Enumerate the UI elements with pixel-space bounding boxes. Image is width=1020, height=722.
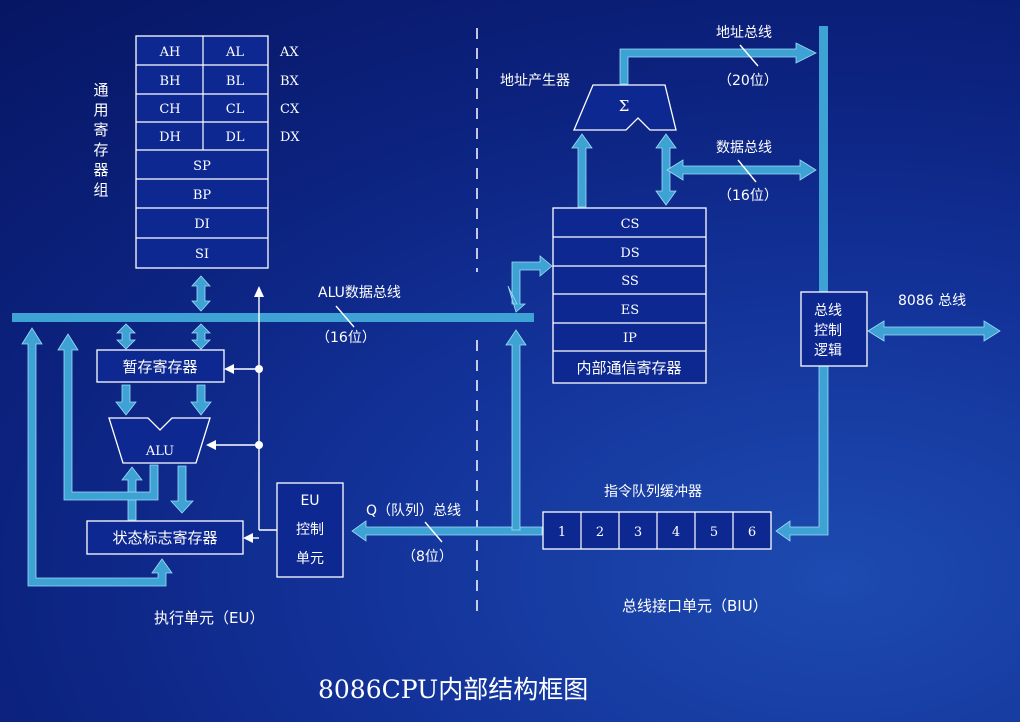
register-ax: AX: [279, 45, 299, 60]
adder-segment-double-arrow: [655, 133, 677, 206]
queue-slot-2: 2: [596, 525, 604, 540]
system-bus-arrow: [867, 320, 1001, 342]
alu-bus-width: （16位）: [316, 330, 376, 346]
instruction-queue-label: 指令队列缓冲器: [604, 484, 702, 500]
general-register-label-2: 用: [93, 101, 108, 119]
register-ah: AH: [159, 45, 181, 60]
queue-slot-6: 6: [748, 525, 756, 540]
register-ss: SS: [621, 274, 639, 289]
eu-section-label: 执行单元（EU）: [154, 609, 264, 627]
general-register-label-5: 器: [93, 161, 108, 179]
data-bus-leader-line: [737, 159, 757, 183]
register-bp: BP: [193, 188, 212, 203]
segment-register-box: [552, 207, 707, 384]
control-to-flags-arrowhead: [243, 533, 253, 543]
register-cx: CX: [280, 102, 300, 117]
general-register-label-3: 寄: [93, 121, 108, 139]
control-node-temp: [255, 365, 263, 373]
queue-slot-4: 4: [672, 525, 680, 540]
temp-to-alu-arrow-left: [115, 384, 137, 416]
address-bus-leader-line: [739, 44, 759, 67]
queue-slot-5: 5: [710, 525, 718, 540]
alu-shape: [108, 417, 211, 464]
alu-bus-leader-line: [335, 305, 355, 328]
control-to-alu-arrowhead: [206, 440, 216, 450]
q-bus-label: Q（队列）总线: [366, 503, 461, 519]
diagram-title: 8086CPU内部结构框图: [318, 675, 588, 704]
alu-to-flags-arrow: [170, 465, 194, 514]
address-bus-width: （20位）: [718, 73, 778, 89]
register-dl: DL: [225, 130, 244, 145]
temp-register-box: [96, 349, 225, 383]
instruction-queue: 1 2 3 4 5 6 指令队列缓冲器: [542, 484, 772, 550]
general-register-label-4: 存: [93, 141, 108, 159]
bus-to-queue-arrow: [775, 365, 829, 542]
q-bus-arrow: [351, 520, 543, 542]
register-di: DI: [194, 217, 210, 232]
control-to-registers-arrowhead: [254, 286, 264, 297]
bus-control-line-3: 逻辑: [814, 343, 842, 359]
general-register-file: AH AL AX BH BL BX CH CL CX DH DL DX SP B…: [93, 35, 300, 269]
bus-control-line-2: 控制: [814, 323, 842, 339]
general-register-box: [135, 35, 269, 269]
address-generator-shape: [573, 84, 677, 131]
segment-register-file: CS DS SS ES IP 内部通信寄存器: [552, 207, 707, 384]
queue-to-alu-bus-arrow: [505, 329, 527, 531]
eu-control-line-3: 单元: [296, 551, 324, 567]
system-bus-label: 8086 总线: [898, 293, 966, 309]
eu-control-line-2: 控制: [296, 522, 324, 538]
flags-register-box: [86, 520, 244, 555]
address-bus-label: 地址总线: [716, 25, 772, 41]
register-ch: CH: [159, 102, 180, 117]
temp-register-label: 暂存寄存器: [122, 358, 197, 376]
register-sp: SP: [193, 159, 211, 174]
register-bl: BL: [226, 74, 245, 89]
control-to-temp-arrowhead: [224, 364, 234, 374]
data-bus-width: （16位）: [718, 188, 778, 204]
segment-to-adder-arrow: [571, 133, 593, 208]
register-es: ES: [621, 303, 639, 318]
register-cs: CS: [621, 217, 640, 232]
register-dh: DH: [159, 130, 181, 145]
alu-result-bus-path: [57, 333, 159, 501]
register-ip: IP: [623, 331, 637, 346]
queue-slot-1: 1: [558, 525, 566, 540]
register-cl: CL: [226, 102, 245, 117]
data-bus-label: 数据总线: [716, 140, 772, 156]
queue-slot-3: 3: [634, 525, 642, 540]
temp-register-arrow-right: [191, 323, 211, 350]
biu-section-label: 总线接口单元（BIU）: [622, 597, 768, 615]
address-bus-arrow: [619, 42, 817, 85]
data-bus-arrow: [666, 159, 817, 181]
alu-bus-label: ALU数据总线: [318, 285, 401, 301]
register-bus-arrow: [191, 275, 211, 312]
flags-register-label: 状态标志寄存器: [112, 529, 217, 547]
register-bx: BX: [280, 74, 300, 89]
q-bus-width: （8位）: [402, 549, 453, 565]
control-node-alu: [255, 441, 263, 449]
eu-control-box: [276, 482, 344, 578]
register-al: AL: [225, 45, 244, 60]
eu-control-line-1: EU: [300, 493, 319, 509]
bus-control-box: [800, 291, 868, 367]
register-si: SI: [195, 247, 209, 262]
bus-control-line-1: 总线: [814, 303, 842, 319]
register-bh: BH: [160, 74, 181, 89]
temp-to-alu-arrow-right: [190, 384, 212, 416]
register-ds: DS: [620, 246, 639, 261]
alu-label: ALU: [145, 444, 174, 459]
general-register-label-1: 通: [93, 81, 108, 99]
temp-register-arrow-left: [116, 323, 136, 350]
general-register-label-6: 组: [93, 181, 108, 199]
segment-register-caption: 内部通信寄存器: [576, 359, 681, 377]
q-bus-leader-line: [424, 521, 443, 543]
bus-to-flags-path: [21, 327, 173, 587]
register-dx: DX: [280, 130, 300, 145]
address-generator-symbol: Σ: [619, 97, 630, 115]
bus-to-segment-arrow: [507, 255, 553, 313]
address-generator-label: 地址产生器: [500, 73, 570, 89]
biu-internal-bus-upper: [819, 26, 828, 292]
alu-data-bus: [12, 313, 534, 322]
